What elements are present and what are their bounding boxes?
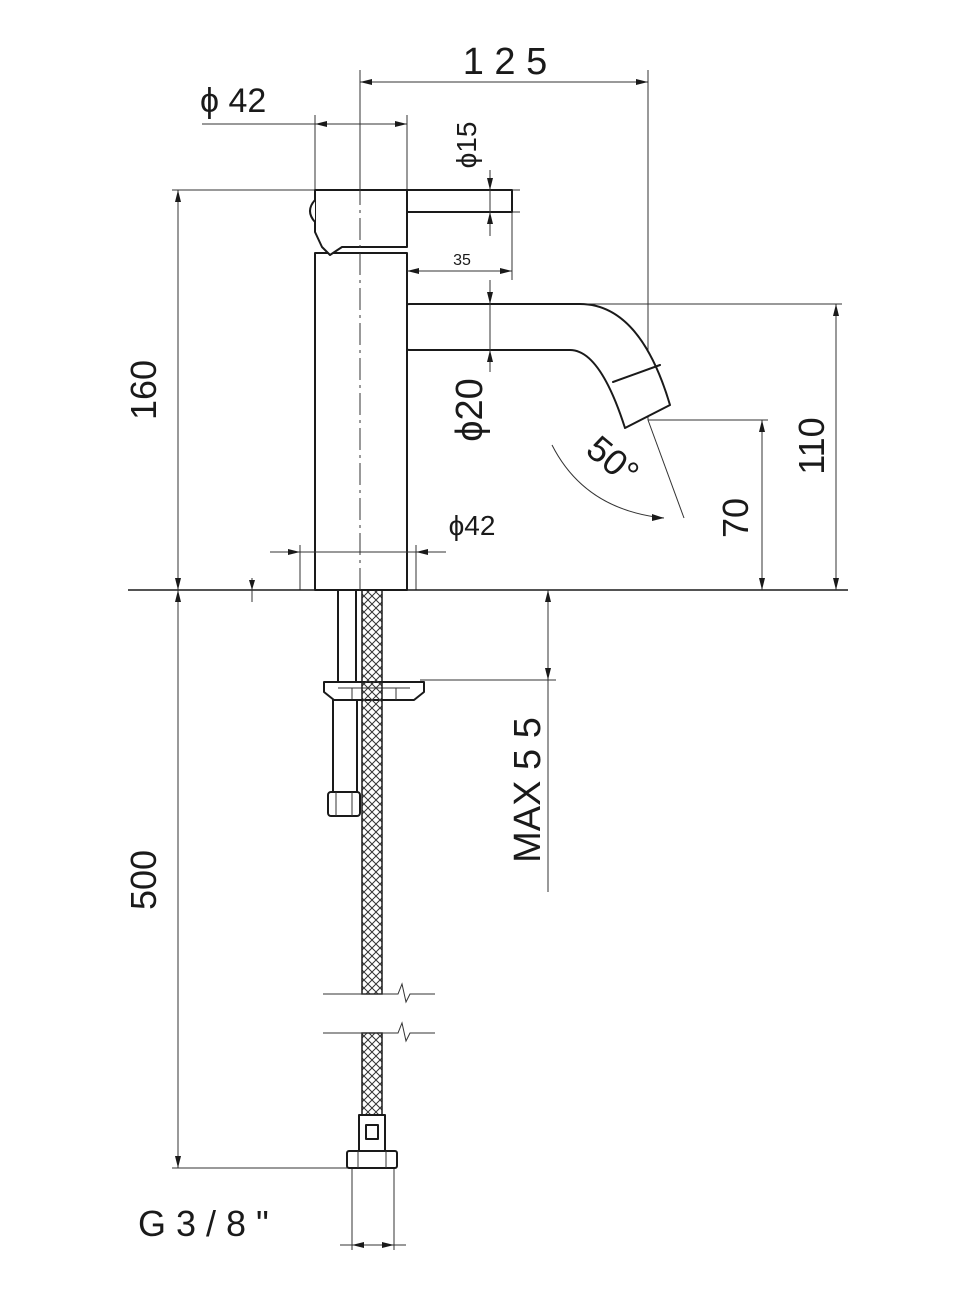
faucet-column: [314, 252, 408, 591]
thread-connector-nut: [346, 1150, 398, 1169]
spout: [401, 303, 671, 429]
dim-35-label: 35: [453, 252, 471, 269]
break-line-lower: [323, 1021, 435, 1043]
thread-size-label: G 3 / 8 ": [138, 1203, 269, 1244]
break-line-upper: [323, 982, 435, 1004]
dim-125-label: 1 2 5: [463, 41, 548, 83]
dim-max55-label: MAX 5 5: [507, 717, 549, 863]
dim-dia42-top-label: ϕ 42: [200, 82, 266, 120]
dim-dia15-label: ϕ15: [451, 122, 482, 169]
mounting-assembly: [323, 589, 435, 1169]
dim-dia20-label: ϕ20: [449, 378, 491, 442]
threaded-rod: [337, 589, 357, 683]
lever-pivot: [309, 199, 316, 223]
faucet-body: [309, 189, 671, 591]
lower-rod: [332, 699, 358, 793]
extension-lines: [172, 70, 842, 1250]
dim-dia42-base-label: ϕ42: [449, 510, 496, 541]
lever-cap: [314, 189, 408, 256]
dim-angle50-label: 50°: [579, 427, 647, 493]
braided-hose-lower: [361, 1032, 383, 1116]
dim-160-label: 160: [123, 360, 164, 420]
dim-500-label: 500: [123, 850, 164, 910]
fixing-nut: [327, 791, 361, 817]
spout-aerator-line: [612, 364, 661, 383]
dimension-lines: [175, 79, 839, 1248]
dimension-labels: 1 2 5 ϕ 42 ϕ15 35 160 ϕ20 50° ϕ42 110 70…: [123, 41, 832, 1244]
dim-70-label: 70: [715, 498, 756, 538]
lever-handle: [406, 189, 513, 213]
braided-hose-upper: [361, 589, 383, 995]
dim-110-label: 110: [791, 417, 832, 474]
